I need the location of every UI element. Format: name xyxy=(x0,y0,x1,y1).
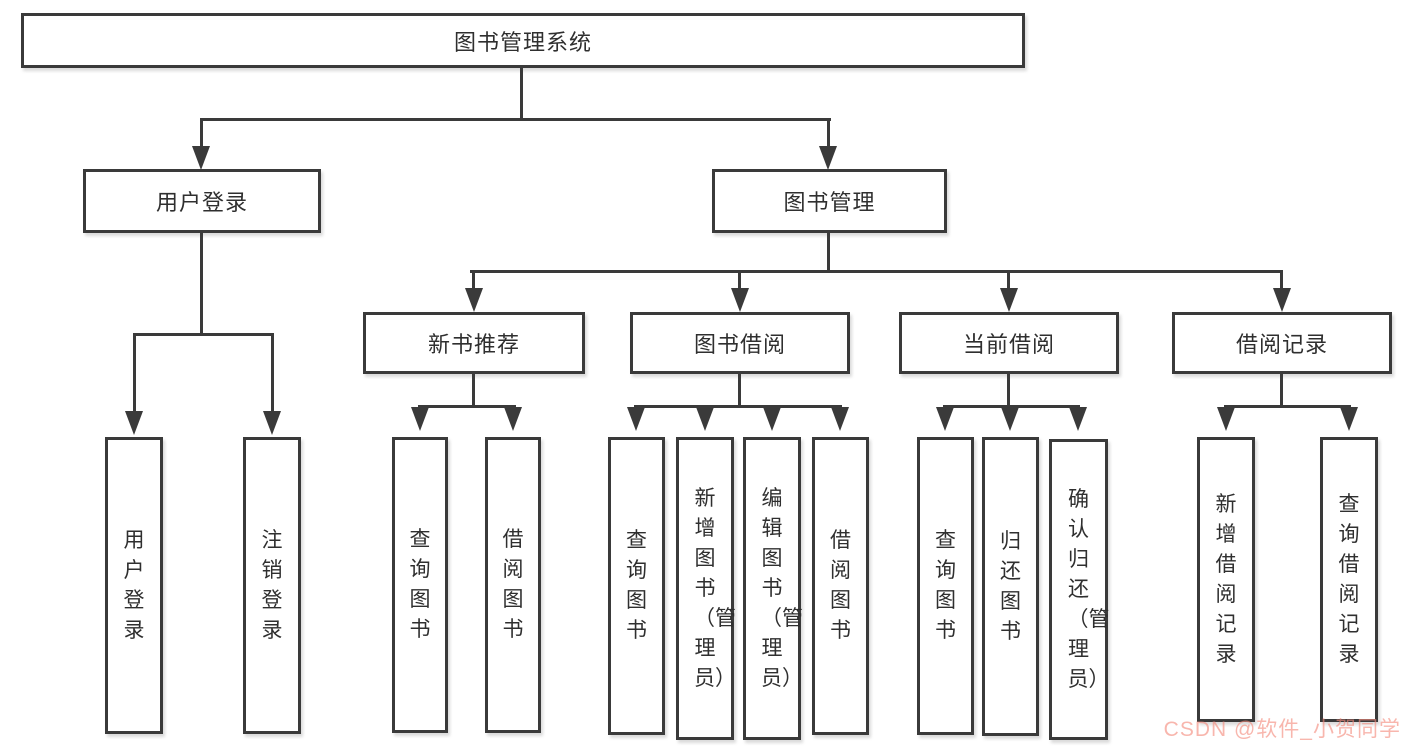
connector-stem xyxy=(1280,374,1283,407)
leaf-confirm-return-admin: 确认归还（管理员） xyxy=(1049,439,1110,740)
arrowhead-down-icon xyxy=(1217,407,1235,431)
leaf-borrow-book: 借阅图书 xyxy=(812,437,869,735)
connector-stem xyxy=(271,333,274,413)
leaf-logout: 注销登录 xyxy=(243,437,301,734)
leaf-label: 查询借阅记录 xyxy=(1338,492,1360,666)
arrowhead-down-icon xyxy=(504,407,522,431)
arrowhead-down-icon xyxy=(192,146,210,170)
arrowhead-down-icon xyxy=(1001,407,1019,431)
arrowhead-down-icon xyxy=(465,288,483,312)
leaf-add-borrow-record: 新增借阅记录 xyxy=(1197,437,1255,722)
leaf-query-book: 查询图书 xyxy=(917,437,974,735)
arrowhead-down-icon xyxy=(1273,288,1291,312)
arrowhead-down-icon xyxy=(696,407,714,431)
connector-stem xyxy=(827,233,830,272)
connector-stem xyxy=(200,118,203,150)
arrowhead-down-icon xyxy=(936,407,954,431)
node-borrow-record: 借阅记录 xyxy=(1172,312,1392,374)
connector-stem xyxy=(827,118,830,150)
csdn-watermark: CSDN @软件_小贺同学 xyxy=(1163,718,1401,741)
leaf-edit-book-admin: 编辑图书（管理员） xyxy=(743,437,803,740)
connector-level2-bar xyxy=(200,118,831,121)
node-book-management: 图书管理 xyxy=(712,169,947,233)
leaf-label: 归还图书 xyxy=(1000,529,1021,643)
connector-bar xyxy=(634,405,842,408)
connector-stem xyxy=(738,374,741,407)
leaf-label: 用户登录 xyxy=(123,528,145,642)
connector-stem xyxy=(1280,270,1283,290)
node-user-login: 用户登录 xyxy=(83,169,321,233)
connector-stem xyxy=(133,333,136,413)
arrowhead-down-icon xyxy=(1340,407,1358,431)
arrowhead-down-icon xyxy=(763,407,781,431)
leaf-label: 查询图书 xyxy=(935,529,956,642)
leaf-label: 借阅图书 xyxy=(830,529,851,642)
arrowhead-down-icon xyxy=(263,411,281,435)
connector-level3-bar xyxy=(470,270,1282,273)
arrowhead-down-icon xyxy=(1000,288,1018,312)
leaf-label: 查询图书 xyxy=(409,528,431,641)
node-book-borrow: 图书借阅 xyxy=(630,312,850,374)
arrowhead-down-icon xyxy=(831,407,849,431)
connector-bar xyxy=(1224,405,1351,408)
arrowhead-down-icon xyxy=(627,407,645,431)
node-root: 图书管理系统 xyxy=(21,13,1025,68)
leaf-label: 新增图书（管理员） xyxy=(694,486,736,690)
leaf-return-book: 归还图书 xyxy=(982,437,1039,736)
connector-stem xyxy=(1007,270,1010,290)
leaf-label: 确认归还（管理员） xyxy=(1067,487,1110,691)
leaf-query-borrow-record: 查询借阅记录 xyxy=(1320,437,1378,722)
connector-bar xyxy=(943,405,1080,408)
node-current-borrow: 当前借阅 xyxy=(899,312,1119,374)
arrowhead-down-icon xyxy=(411,407,429,431)
arrowhead-down-icon xyxy=(731,288,749,312)
leaf-label: 查询图书 xyxy=(626,529,647,642)
leaf-label: 注销登录 xyxy=(261,528,283,642)
arrowhead-down-icon xyxy=(819,146,837,170)
connector-stem xyxy=(1007,374,1010,407)
leaf-user-login: 用户登录 xyxy=(105,437,163,734)
leaf-label: 编辑图书（管理员） xyxy=(761,486,803,690)
leaf-add-book-admin: 新增图书（管理员） xyxy=(676,437,736,740)
connector-root-trunk xyxy=(520,68,523,118)
connector-stem xyxy=(472,374,475,407)
connector-bar xyxy=(418,405,516,408)
connector-stem xyxy=(472,270,475,290)
arrowhead-down-icon xyxy=(1069,407,1087,431)
leaf-query-book: 查询图书 xyxy=(608,437,665,735)
leaf-label: 借阅图书 xyxy=(502,528,524,641)
leaf-borrow-book: 借阅图书 xyxy=(485,437,541,733)
leaf-label: 新增借阅记录 xyxy=(1215,492,1237,666)
connector-bar xyxy=(133,333,274,336)
arrowhead-down-icon xyxy=(125,411,143,435)
connector-stem xyxy=(200,233,203,333)
leaf-query-book: 查询图书 xyxy=(392,437,448,733)
connector-stem xyxy=(738,270,741,290)
node-new-book-recommend: 新书推荐 xyxy=(363,312,585,374)
